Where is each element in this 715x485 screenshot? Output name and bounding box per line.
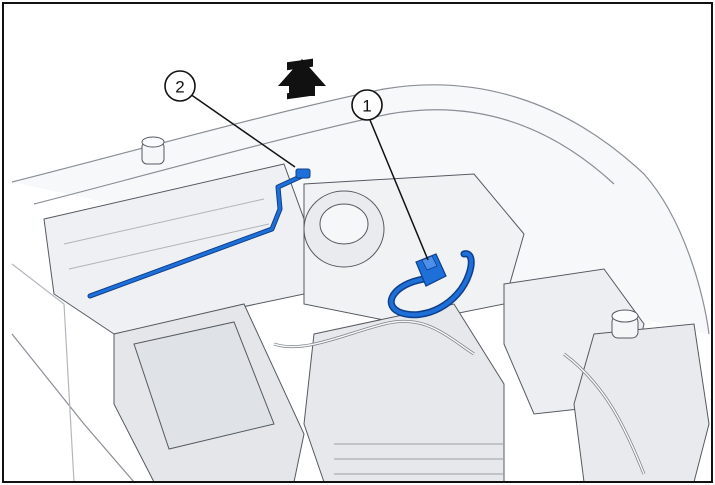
callout-2-circle — [164, 70, 196, 102]
callout-2-label: 2 — [175, 78, 184, 97]
callout-2-leader — [189, 93, 296, 168]
callout-2: 2 — [164, 70, 296, 168]
leveling-rod — [87, 168, 311, 299]
callout-1-label: 1 — [362, 97, 371, 116]
interior-parts — [43, 136, 710, 481]
callout-1-circle — [351, 89, 383, 121]
headlamp-illustration: 2 1 — [11, 58, 710, 481]
headlamp-connector — [387, 250, 475, 319]
callout-1: 1 — [351, 89, 429, 261]
pull-out-arrow-icon — [278, 58, 326, 100]
callout-1-leader — [369, 119, 429, 261]
